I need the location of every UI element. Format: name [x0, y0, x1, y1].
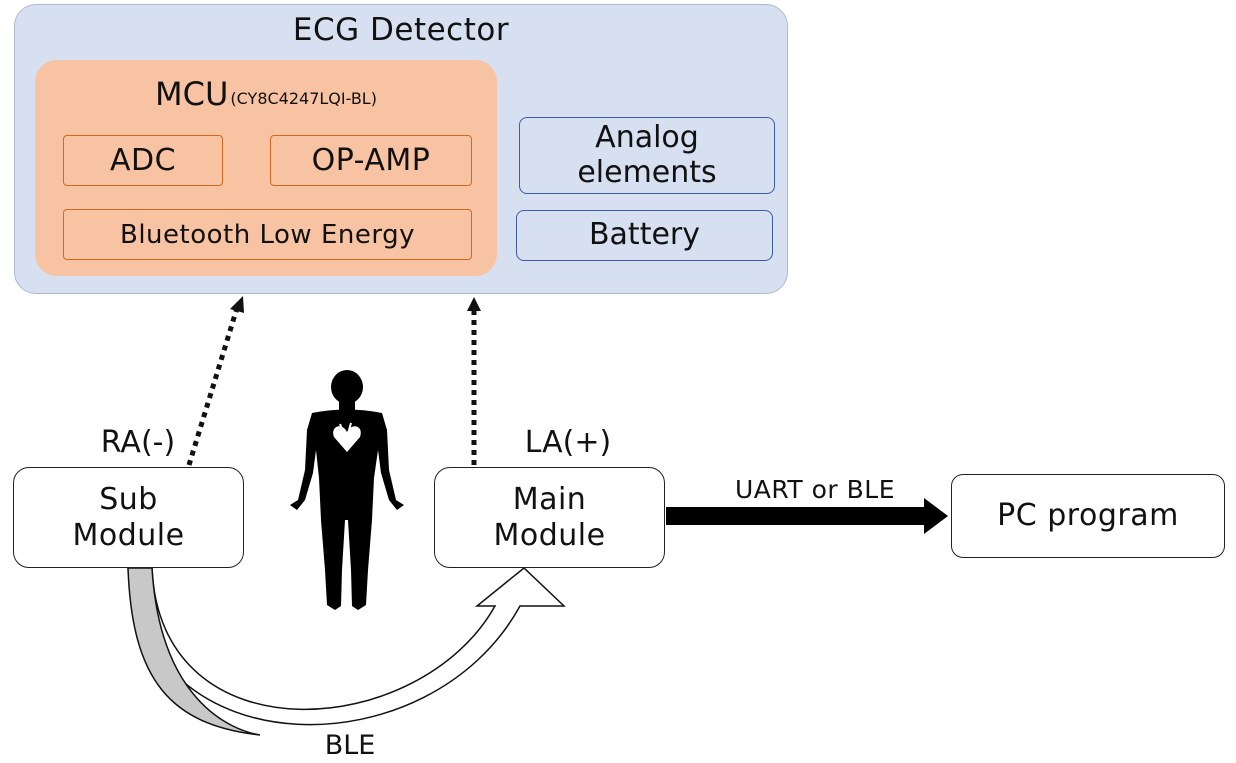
- adc-label: ADC: [109, 143, 177, 178]
- opamp-label: OP-AMP: [311, 143, 431, 178]
- battery-label: Battery: [588, 217, 701, 253]
- pc-program-label: PC program: [997, 498, 1179, 533]
- uart-ble-label: UART or BLE: [734, 474, 896, 504]
- electrode-lead-ra: [186, 296, 244, 466]
- battery-block: Battery: [516, 210, 773, 261]
- ble-label: Bluetooth Low Energy: [120, 219, 415, 250]
- opamp-block: OP-AMP: [270, 135, 472, 186]
- main-module-line1: Main: [512, 481, 587, 517]
- electrode-lead-la: [467, 297, 481, 465]
- human-body-icon: [290, 370, 404, 610]
- ecg-detector-title: ECG Detector: [292, 12, 510, 48]
- mcu-part-number: (CY8C4247LQI-BL): [230, 88, 377, 108]
- ble-link-arrow: [127, 567, 566, 736]
- analog-elements-block: Analog elements: [519, 117, 775, 194]
- main-module-box: Main Module: [434, 467, 665, 568]
- analog-elements-line2: elements: [577, 154, 717, 190]
- analog-elements-line1: Analog: [595, 120, 699, 155]
- mcu-label: MCU: [155, 75, 229, 113]
- sub-module-line1: Sub: [99, 481, 158, 517]
- mcu-box: [35, 60, 497, 276]
- mcu-title: MCU(CY8C4247LQI-BL): [35, 72, 497, 116]
- ble-block: Bluetooth Low Energy: [63, 209, 472, 260]
- ra-electrode-label: RA(-): [100, 424, 176, 460]
- sub-module-box: Sub Module: [13, 467, 244, 568]
- adc-block: ADC: [63, 135, 223, 186]
- uart-ble-arrow: [666, 498, 948, 534]
- sub-module-line2: Module: [72, 517, 185, 553]
- ble-link-label: BLE: [324, 729, 376, 761]
- la-electrode-label: LA(+): [524, 424, 612, 460]
- pc-program-box: PC program: [951, 474, 1225, 558]
- main-module-line2: Module: [493, 517, 606, 553]
